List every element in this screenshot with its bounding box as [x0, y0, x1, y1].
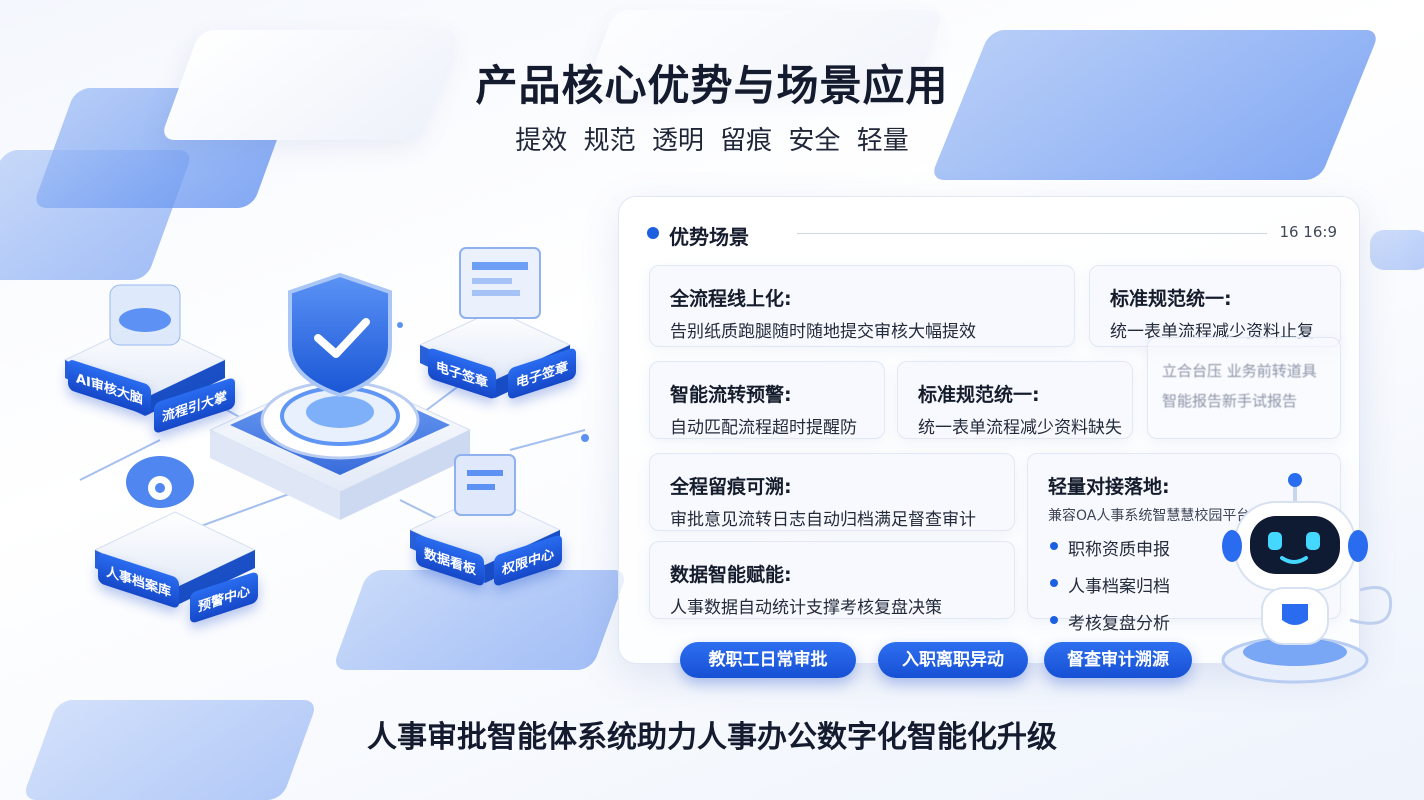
card-standard-2: 标准规范统一: 统一表单流程减少资料缺失 — [897, 361, 1133, 439]
card-title: 轻量对接落地: — [1048, 476, 1170, 498]
card-title: 标准规范统一: — [1110, 288, 1232, 310]
card-title: 标准规范统一: — [918, 384, 1040, 406]
card-blurred: 立合台压 业务前转道具 智能报告新手试报告 — [1147, 337, 1341, 439]
card-text: 人事数据自动统计支撑考核复盘决策 — [670, 598, 942, 618]
panel-heading: 优势场景 — [669, 225, 749, 249]
bullet-dot-icon — [647, 227, 659, 239]
panel-header: 优势场景 16 16:9 — [641, 221, 1337, 249]
blurred-text: 立合台压 业务前转道具 — [1162, 362, 1317, 380]
platform-illustration — [63, 247, 589, 606]
card-data-empower: 数据智能赋能: 人事数据自动统计支撑考核复盘决策 — [649, 541, 1015, 619]
subtitle-item: 留痕 — [720, 126, 773, 156]
subtitle-item: 轻量 — [856, 126, 909, 156]
blurred-text: 智能报告新手试报告 — [1162, 392, 1298, 410]
card-traceable: 全程留痕可溯: 审批意见流转日志自动归档满足督查审计 — [649, 453, 1015, 531]
card-standard-1: 标准规范统一: 统一表单流程减少资料止复 — [1089, 265, 1341, 347]
robot-mascot-icon — [1221, 473, 1393, 684]
subtitle-item: 安全 — [788, 126, 841, 156]
card-smart-warning: 智能流转预警: 自动匹配流程超时提醒防 — [649, 361, 885, 439]
card-text: 自动匹配流程超时提醒防 — [670, 418, 857, 438]
aspect-ratio-text: 16 16:9 — [1279, 223, 1337, 241]
subtitle-item: 规范 — [583, 126, 636, 156]
card-text: 告别纸质跑腿随时随地提交审核大幅提效 — [670, 322, 976, 342]
card-subtext: 兼容OA人事系统智慧慧校园平台 — [1048, 508, 1251, 524]
pill-audit-trace[interactable]: 督查审计溯源 — [1044, 642, 1192, 678]
list-item: 考核复盘分析 — [1048, 609, 1320, 634]
list-item: 人事档案归档 — [1048, 572, 1320, 597]
card-full-online: 全流程线上化: 告别纸质跑腿随时随地提交审核大幅提效 — [649, 265, 1075, 347]
list-item: 职称资质申报 — [1048, 535, 1320, 560]
subtitle: 提效 规范 透明 留痕 安全 轻量 — [0, 120, 1424, 157]
bg-tile — [1370, 230, 1424, 270]
card-title: 全程留痕可溯: — [670, 476, 792, 498]
page-title: 产品核心优势与场景应用 — [475, 61, 949, 110]
pill-onboarding[interactable]: 入职离职异动 — [878, 642, 1028, 678]
card-text: 统一表单流程减少资料缺失 — [918, 418, 1122, 438]
footer-slogan: 人事审批智能体系统助力人事办公数字化智能化升级 — [367, 720, 1057, 755]
subtitle-item: 透明 — [651, 126, 704, 156]
subtitle-item: 提效 — [515, 126, 568, 156]
card-title: 全流程线上化: — [670, 288, 792, 310]
advantage-panel: 优势场景 16 16:9 全流程线上化: 告别纸质跑腿随时随地提交审核大幅提效 … — [618, 196, 1360, 664]
card-title: 数据智能赋能: — [670, 564, 792, 586]
feature-list: 职称资质申报 人事档案归档 考核复盘分析 — [1048, 535, 1320, 634]
pill-daily-approval[interactable]: 教职工日常审批 — [680, 642, 856, 678]
card-text: 审批意见流转日志自动归档满足督查审计 — [670, 510, 976, 530]
card-title: 智能流转预警: — [670, 384, 792, 406]
divider — [797, 233, 1267, 234]
